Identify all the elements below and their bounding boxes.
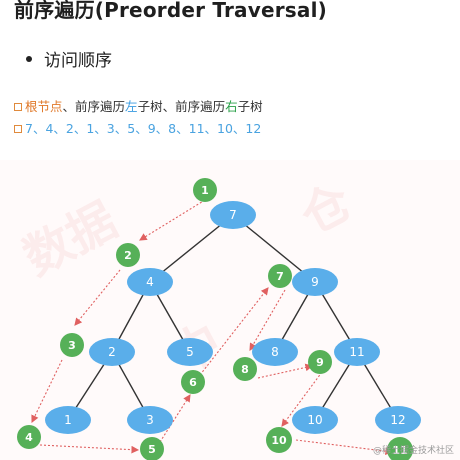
sequence-text: 7、4、2、1、3、5、9、8、11、10、12 (25, 121, 262, 136)
order-marker (387, 437, 413, 460)
page-title: 前序遍历(Preorder Traversal) (14, 0, 328, 22)
bullet-dot-icon (26, 56, 32, 62)
path-arrow (281, 371, 323, 427)
node-label: 12 (390, 413, 405, 427)
path-arrow (159, 394, 191, 443)
path-arrow (199, 287, 269, 376)
path-arrow (31, 359, 63, 423)
node-label: 2 (108, 345, 116, 359)
node-label: 5 (186, 345, 194, 359)
order-label: 10 (271, 434, 287, 447)
order-label: 6 (189, 376, 197, 389)
order-label: 5 (148, 443, 156, 456)
node-label: 7 (229, 208, 237, 222)
traversal-sequence: 7、4、2、1、3、5、9、8、11、10、12 (14, 118, 261, 137)
square-bullet-icon (14, 102, 22, 111)
tree-node (252, 338, 298, 366)
order-marker (116, 243, 140, 267)
order-marker (140, 437, 164, 460)
order-marker (268, 264, 292, 288)
rule-root: 根节点 (25, 99, 63, 114)
tree-node (334, 338, 380, 366)
order-marker (233, 357, 257, 381)
rule-right: 右 (225, 99, 238, 114)
order-label: 4 (25, 431, 33, 444)
bullet-text: 访问顺序 (44, 51, 112, 71)
tree-diagram: 7 4 9 2 5 8 11 1 3 10 12 1 2 (17, 178, 421, 460)
order-marker (266, 427, 292, 453)
order-marker (193, 178, 217, 202)
node-label: 10 (307, 413, 322, 427)
rule-pre: 前序遍历 (175, 99, 226, 114)
tree-node (210, 201, 256, 229)
rule-pre: 前序遍历 (75, 99, 126, 114)
tree-node (127, 268, 173, 296)
order-label: 11 (392, 444, 407, 457)
path-arrow (249, 289, 286, 351)
square-bullet-icon (14, 124, 22, 133)
node-label: 11 (349, 345, 364, 359)
order-marker (181, 370, 205, 394)
tree-node (167, 338, 213, 366)
tree-node (292, 406, 338, 434)
node-label: 9 (311, 275, 319, 289)
tree-node (292, 268, 338, 296)
tree-node (45, 406, 91, 434)
path-arrow (257, 363, 314, 379)
tree-edges (67, 214, 399, 421)
rule-sep: 、 (62, 99, 76, 114)
traversal-path (31, 199, 394, 456)
node-label: 8 (271, 345, 279, 359)
order-marker (17, 425, 41, 449)
traversal-rule: 根节点、前序遍历左子树、前序遍历右子树 (14, 96, 263, 115)
node-label: 3 (146, 413, 154, 427)
tree-nodes (45, 201, 421, 434)
path-arrow (39, 444, 140, 454)
order-marker (308, 350, 332, 374)
order-label: 2 (124, 249, 132, 262)
rule-sep: 、 (162, 99, 176, 114)
watermark-text: @稀土掘金技术社区 (372, 446, 454, 456)
order-marker (60, 333, 84, 357)
node-label: 4 (146, 275, 154, 289)
rule-left: 左 (125, 99, 138, 114)
tree-node-labels: 7 4 9 2 5 8 11 1 3 10 12 (64, 208, 405, 427)
tree-node (89, 338, 135, 366)
order-marker-labels: 1 2 3 4 5 6 7 8 9 10 11 (25, 184, 407, 457)
order-markers (17, 178, 413, 460)
path-arrow (139, 199, 206, 241)
order-label: 8 (241, 363, 249, 376)
rule-tree: 子树 (237, 99, 263, 114)
order-label: 1 (201, 184, 209, 197)
path-arrow (295, 439, 394, 456)
bullet-item: 访问顺序 (26, 46, 112, 71)
order-label: 9 (316, 356, 324, 369)
path-arrow (74, 269, 121, 326)
node-label: 1 (64, 413, 72, 427)
rule-tree: 子树 (137, 99, 163, 114)
order-label: 7 (276, 270, 284, 283)
tree-node (127, 406, 173, 434)
tree-node (375, 406, 421, 434)
order-label: 3 (68, 339, 76, 352)
tree-figure: 数据 仓 中 (0, 160, 460, 460)
